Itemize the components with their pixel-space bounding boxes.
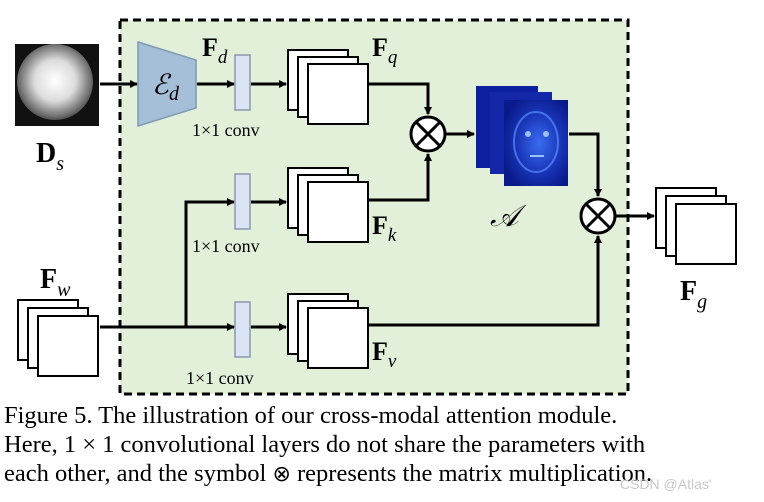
fd-label: Fd [202, 33, 228, 68]
feature-stack-input [17, 299, 99, 377]
fw-label: Fw [40, 264, 71, 301]
arrow-attention-to-multiply [569, 132, 602, 197]
encoder-block [137, 40, 197, 128]
fq-label: Fq [372, 33, 398, 68]
arrow-to-conv-key [184, 198, 235, 327]
module-background [118, 18, 630, 396]
arrow-fk-to-multiply [368, 153, 432, 202]
depth-label: Ds [36, 138, 64, 175]
caption-line-1: Figure 5. The illustration of our cross-… [4, 402, 618, 429]
arrow-fq-to-multiply [368, 82, 432, 115]
figure-caption: Figure 5. The illustration of our cross-… [4, 401, 760, 489]
feature-stack-value [287, 293, 369, 369]
matrix-multiply-icon [409, 115, 447, 153]
conv-label-value: 1×1 conv [186, 368, 254, 388]
encoder-label: ℰd [152, 70, 180, 105]
conv-label-key: 1×1 conv [192, 236, 260, 256]
caption-line-3-start: each other, and the symbol [4, 460, 267, 487]
conv-block-key [234, 173, 251, 230]
feature-stack-key [287, 167, 369, 243]
fk-label: Fk [372, 211, 397, 246]
caption-line-2: Here, 1 × 1 convolutional layers do not … [4, 431, 646, 458]
caption-line-3: each other, and the symbol ⊗ represents … [4, 459, 760, 489]
feature-stack-query [287, 49, 369, 125]
attention-map-image [476, 86, 568, 186]
watermark: CSDN @Atlas' [620, 476, 712, 492]
conv-label-query: 1×1 conv [192, 120, 260, 140]
matrix-multiply-icon [579, 197, 617, 235]
caption-line-3-end: represents the matrix multiplication. [297, 460, 653, 487]
attention-module-diagram: Ds ℰd Fd 1×1 conv Fq 𝒜 [15, 18, 737, 396]
feature-stack-output [655, 187, 737, 265]
fg-label: Fg [680, 276, 707, 313]
fv-label: Fv [372, 337, 397, 372]
conv-block-query [234, 54, 251, 111]
depth-image [15, 44, 99, 126]
arrow-fv-to-multiply [368, 235, 602, 327]
conv-block-value [234, 301, 251, 358]
otimes-symbol-icon: ⊗ [272, 462, 291, 487]
